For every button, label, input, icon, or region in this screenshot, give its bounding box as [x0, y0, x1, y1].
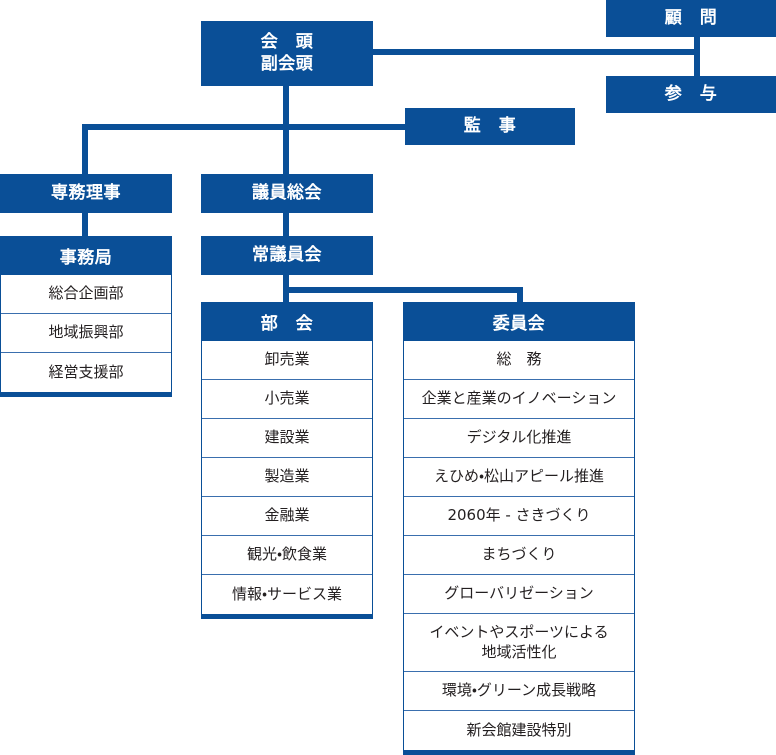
group-bukai: 部 会 卸売業小売業建設業製造業金融業観光・飲食業情報・サービス業: [201, 302, 373, 619]
connector-chairman-to-advisors: [373, 49, 700, 55]
box-standing-council[interactable]: 常議員会: [201, 236, 373, 275]
list-item-label: 観光・飲食業: [246, 545, 328, 564]
connector-to-iinkai: [517, 287, 523, 303]
list-item-label: 建設業: [264, 428, 310, 447]
list-item[interactable]: 環境・グリーン成長戦略: [404, 672, 634, 711]
box-general-assembly[interactable]: 議員総会: [201, 174, 373, 213]
sanyo-label: 参 与: [664, 83, 718, 104]
list-item-label: デジタル化推進: [466, 428, 572, 447]
list-item[interactable]: 製造業: [202, 458, 372, 497]
auditor-label: 監 事: [463, 115, 517, 136]
list-item[interactable]: 卸売業: [202, 341, 372, 380]
managing-director-label: 専務理事: [51, 182, 121, 203]
list-item-label: えひめ・松山アピール推進: [433, 467, 605, 486]
list-item-label: 新会館建設特別: [466, 720, 572, 739]
connector-to-managing-director: [82, 124, 88, 174]
list-item[interactable]: デジタル化推進: [404, 419, 634, 458]
chairman-line2: 副会頭: [260, 53, 314, 74]
list-item-line: イベントやスポーツによる: [429, 623, 609, 641]
list-item-label: 環境・グリーン成長戦略: [441, 681, 597, 700]
connector-chairman-down: [283, 86, 289, 130]
list-item[interactable]: まちづくり: [404, 536, 634, 575]
komon-label: 顧 問: [664, 7, 718, 28]
list-item-label: 総合企画部: [48, 284, 124, 303]
connector-council-horizontal: [283, 287, 523, 293]
list-item-label: 地域振興部: [48, 323, 124, 342]
list-item-label: 2060年 - さきづくり: [447, 506, 591, 525]
list-item-label: 小売業: [264, 389, 310, 408]
iinkai-header[interactable]: 委員会: [403, 302, 635, 341]
list-item[interactable]: 小売業: [202, 380, 372, 419]
list-item[interactable]: 総 務: [404, 341, 634, 380]
list-item[interactable]: 建設業: [202, 419, 372, 458]
iinkai-header-label: 委員会: [492, 314, 546, 334]
connector-to-general-assembly: [283, 124, 289, 174]
list-item[interactable]: グローバリゼーション: [404, 575, 634, 614]
list-item-label: 情報・サービス業: [231, 584, 343, 603]
secretariat-list: 総合企画部地域振興部経営支援部: [0, 275, 172, 397]
list-item[interactable]: 企業と産業のイノベーション: [404, 380, 634, 419]
bukai-header-label: 部 会: [260, 314, 314, 334]
box-managing-director[interactable]: 専務理事: [0, 174, 172, 213]
box-auditor[interactable]: 監 事: [405, 108, 575, 145]
list-item[interactable]: 2060年 - さきづくり: [404, 497, 634, 536]
list-item-label: 卸売業: [264, 350, 310, 369]
list-item[interactable]: 金融業: [202, 497, 372, 536]
list-item-line: 地域活性化: [481, 642, 557, 661]
box-sanyo[interactable]: 参 与: [606, 76, 776, 113]
list-item[interactable]: イベントやスポーツによる地域活性化: [404, 614, 634, 672]
list-item-label: 製造業: [264, 467, 310, 486]
list-item[interactable]: 総合企画部: [1, 275, 171, 314]
bukai-list: 卸売業小売業建設業製造業金融業観光・飲食業情報・サービス業: [201, 341, 373, 619]
list-item[interactable]: 情報・サービス業: [202, 575, 372, 614]
list-item[interactable]: えひめ・松山アピール推進: [404, 458, 634, 497]
list-item-label: まちづくり: [481, 545, 557, 564]
connector-main-horizontal: [82, 124, 412, 130]
list-item[interactable]: 地域振興部: [1, 314, 171, 353]
group-secretariat: 事務局 総合企画部地域振興部経営支援部: [0, 236, 172, 397]
iinkai-list: 総 務企業と産業のイノベーションデジタル化推進えひめ・松山アピール推進 2060年…: [403, 341, 635, 755]
chairman-line1: 会 頭: [260, 31, 314, 52]
box-chairman[interactable]: 会 頭 副会頭: [201, 21, 373, 86]
box-komon[interactable]: 顧 問: [606, 0, 776, 37]
connector-md-to-secretariat: [82, 212, 88, 236]
bukai-header[interactable]: 部 会: [201, 302, 373, 341]
secretariat-header-label: 事務局: [59, 248, 113, 268]
list-item[interactable]: 経営支援部: [1, 353, 171, 392]
list-item-label: 経営支援部: [48, 362, 124, 381]
list-item-label: 総 務: [496, 350, 542, 369]
standing-council-label: 常議員会: [252, 244, 322, 265]
list-item-label: グローバリゼーション: [444, 584, 594, 603]
group-iinkai: 委員会 総 務企業と産業のイノベーションデジタル化推進えひめ・松山アピール推進 2…: [403, 302, 635, 755]
secretariat-header[interactable]: 事務局: [0, 236, 172, 275]
connector-assembly-to-council: [283, 212, 289, 236]
list-item[interactable]: 新会館建設特別: [404, 711, 634, 750]
connector-advisors-vertical: [694, 36, 700, 78]
list-item-label: 金融業: [264, 506, 310, 525]
list-item[interactable]: 観光・飲食業: [202, 536, 372, 575]
general-assembly-label: 議員総会: [252, 182, 322, 203]
list-item-label: 企業と産業のイノベーション: [421, 389, 617, 408]
